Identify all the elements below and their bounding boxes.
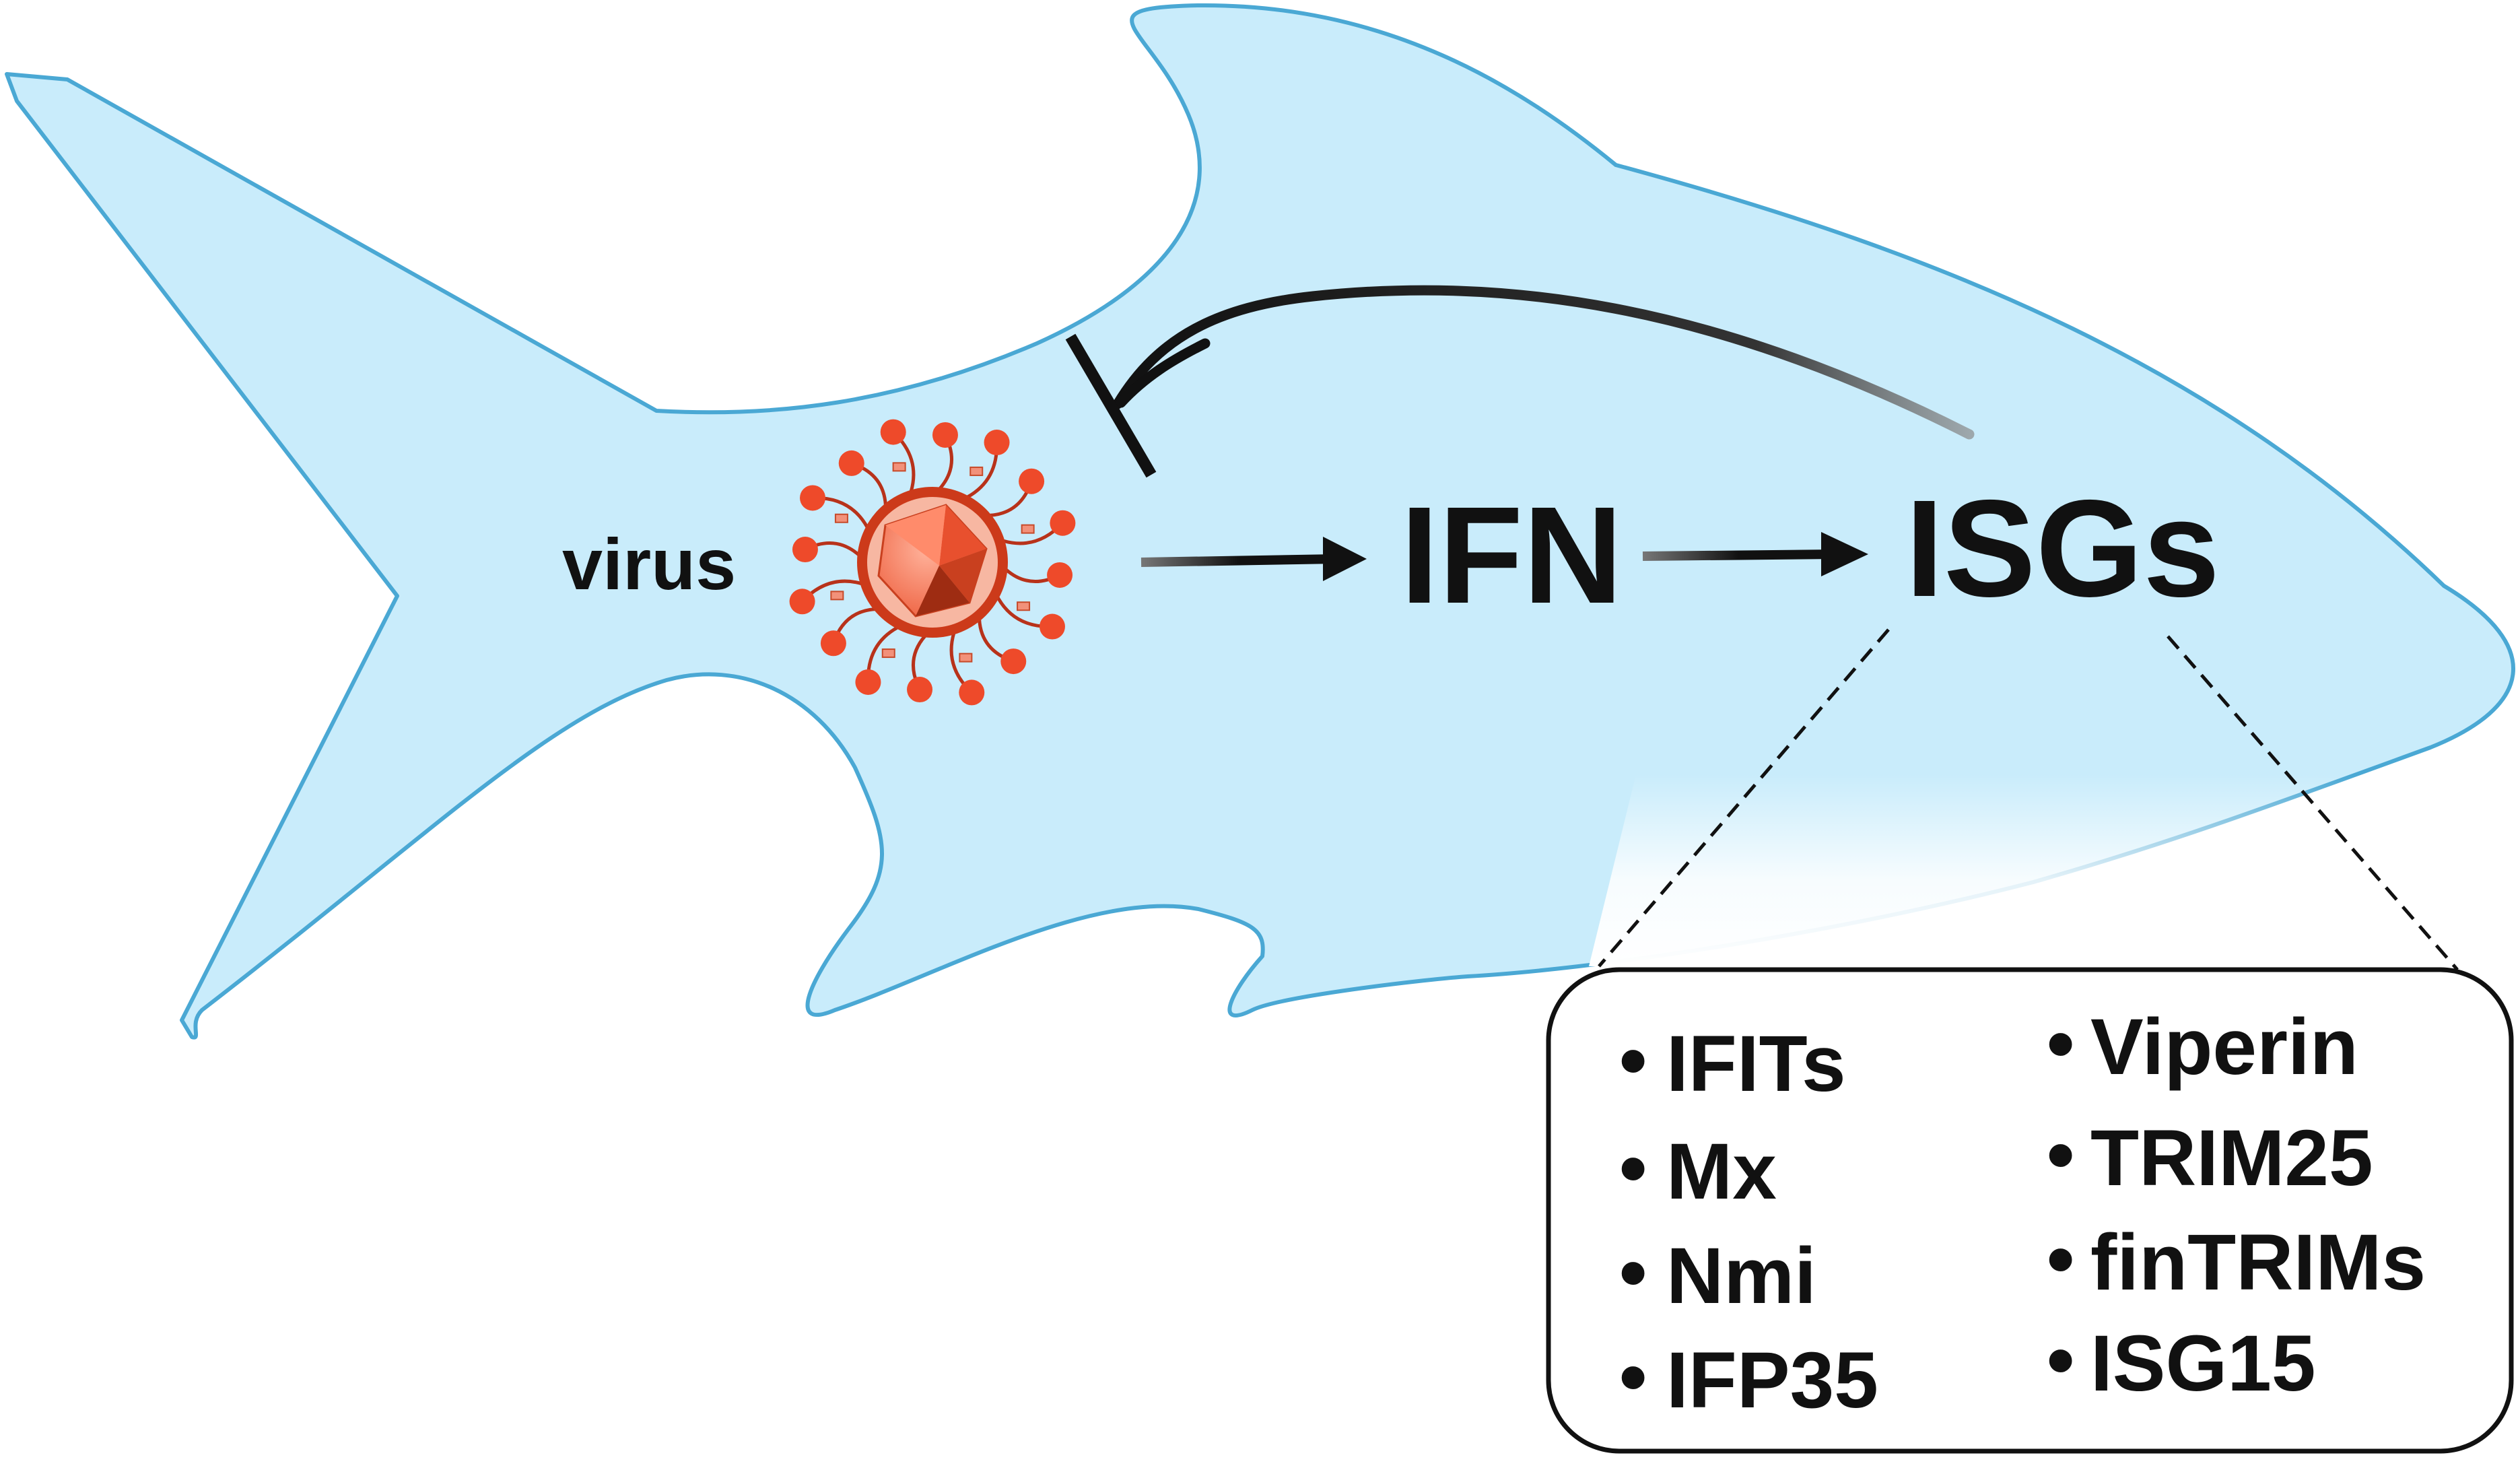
virus-spike-head: [959, 679, 985, 706]
isg-item: IFITs: [1666, 1019, 1846, 1108]
isg-list-left: • IFITs • Mx • Nmi • IFP35: [1619, 1016, 1878, 1425]
zoom-line-left: [1598, 628, 1890, 968]
virus-capsid-face: [916, 566, 969, 616]
virus-protein: [959, 653, 973, 663]
virus-protein: [881, 648, 895, 659]
virus-particle-icon: [789, 419, 1076, 706]
virus-capsid-face: [885, 505, 946, 566]
virus-protein: [830, 591, 844, 601]
isg-item: Mx: [1666, 1127, 1777, 1216]
virus-spike-head: [800, 485, 826, 511]
inhibition-bar: [1065, 333, 1157, 478]
isg-item: ISG15: [2090, 1319, 2316, 1408]
virus-spike-head: [932, 422, 958, 448]
virus-spike-head: [1039, 613, 1065, 640]
isg-list-right: • Viperin • TRIM25 • finTRIMs • ISG15: [2047, 999, 2426, 1408]
arrow-ifn-to-isgs-head: [1821, 532, 1868, 576]
zoom-fade: [1589, 774, 2457, 966]
virus-spike-head: [1000, 648, 1027, 675]
inhibition-arc-end: [1116, 338, 1211, 408]
bullet: •: [1619, 1124, 1647, 1213]
virus-spike-head: [789, 589, 815, 615]
virus-spike-head: [838, 450, 864, 476]
bullet: •: [2047, 999, 2074, 1088]
isg-item: IFP35: [1666, 1336, 1878, 1425]
virus-spike-head: [820, 630, 846, 657]
isg-list-box: [1546, 967, 2514, 1454]
isg-item: Nmi: [1666, 1232, 1816, 1320]
bullet: •: [2047, 1110, 2074, 1199]
zoom-line-right: [2167, 635, 2459, 971]
isgs-label: ISGs: [1905, 471, 2220, 626]
virus-protein: [834, 513, 848, 523]
arrow-ifn-to-isgs-shaft: [1642, 549, 1835, 561]
arrow-virus-to-ifn-shaft: [1140, 554, 1337, 567]
virus-protein: [892, 462, 906, 472]
bullet: •: [1619, 1228, 1647, 1317]
virus-spike-head: [855, 669, 881, 695]
virus-spike-head: [984, 430, 1010, 456]
virus-capsid-face: [939, 549, 986, 603]
ifn-label: IFN: [1400, 478, 1623, 632]
virus-capsid-face: [939, 505, 986, 566]
virus-spike-head: [1019, 468, 1045, 494]
isg-item: Viperin: [2090, 1003, 2358, 1092]
inhibition-arc: [1112, 285, 1975, 440]
arrow-virus-to-ifn-head: [1323, 537, 1367, 581]
bullet: •: [1619, 1333, 1647, 1421]
virus-protein: [1017, 601, 1031, 611]
virus-spike-head: [1050, 510, 1076, 536]
bullet: •: [2047, 1316, 2074, 1405]
isg-item: finTRIMs: [2090, 1218, 2426, 1307]
virus-protein: [1021, 524, 1035, 534]
virus-spike-head: [880, 419, 906, 445]
bullet: •: [2047, 1215, 2074, 1304]
virus-label: virus: [562, 523, 736, 605]
bullet: •: [1619, 1016, 1647, 1105]
isg-item: TRIM25: [2090, 1114, 2373, 1203]
virus-spike-head: [1047, 562, 1073, 588]
virus-spike-head: [907, 677, 933, 703]
virus-protein: [969, 466, 984, 476]
virus-spike-head: [792, 537, 818, 563]
